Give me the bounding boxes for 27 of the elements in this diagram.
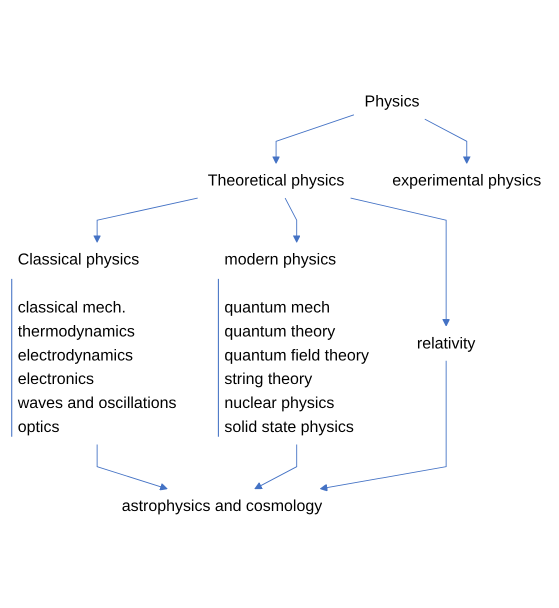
node-label: thermodynamics (18, 322, 135, 340)
node-label: classical mech. (18, 298, 126, 316)
node-text: Classical physics (18, 250, 140, 268)
node-text: modern physics (224, 250, 336, 268)
node-label: electrodynamics (18, 346, 134, 364)
arrow (320, 360, 447, 492)
arrow (284, 198, 301, 243)
arrow (272, 114, 354, 164)
node-label: nuclear physics (224, 394, 334, 412)
node-text: Physics (364, 92, 420, 110)
node-label: optics (18, 418, 60, 436)
node-text: astrophysics and cosmology (122, 496, 322, 515)
node-label: quantum theory (224, 322, 336, 340)
node-text: Theoretical physics (208, 171, 344, 190)
arrow (350, 198, 450, 327)
node-label: string theory (224, 370, 312, 388)
node-label: quantum field theory (224, 346, 370, 364)
node-text: relativity (416, 334, 476, 352)
node-text: experimental physics (392, 171, 542, 190)
arrow (93, 198, 198, 243)
node-label: quantum mech (224, 298, 330, 316)
arrow (424, 118, 471, 164)
node-label: solid state physics (224, 418, 354, 436)
arrow (254, 444, 298, 490)
node-label: electronics (18, 370, 94, 388)
arrow (96, 444, 168, 490)
node-label: waves and oscillations (18, 394, 177, 412)
